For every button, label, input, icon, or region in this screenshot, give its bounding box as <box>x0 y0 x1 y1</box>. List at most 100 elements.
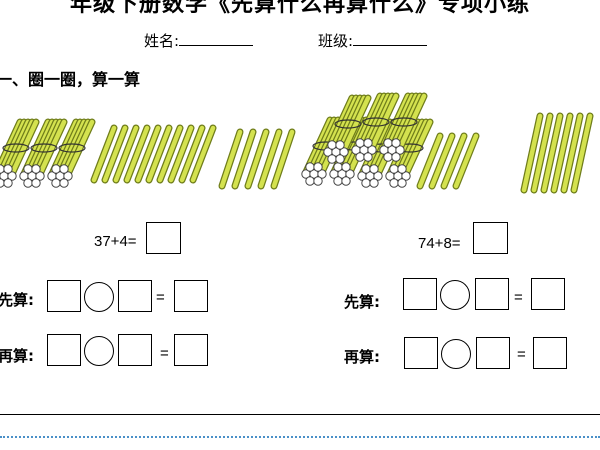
bundle-right-3-stick-end <box>361 164 371 174</box>
divider-line <box>0 414 600 415</box>
loose-stick-left-fill <box>179 125 205 183</box>
bundle-right-2-stick-end <box>345 169 355 179</box>
bundle-left-3-stick-end <box>63 171 73 181</box>
bundle-left-2-stick-fill <box>25 119 55 177</box>
loose-stick-far-right-fill <box>551 113 573 193</box>
bundle-right-2-stick-end <box>333 162 343 172</box>
dotted-border <box>0 436 600 438</box>
bundle-left-1-stick-fill <box>0 119 23 171</box>
bundle-right-7-band <box>390 117 418 127</box>
then-operand-box-2b[interactable] <box>476 337 510 369</box>
class-field: 班级: <box>318 30 428 51</box>
bundle-right-1-stick-fill <box>307 117 337 175</box>
answer-box-1[interactable] <box>146 222 181 254</box>
bundle-left-1-stick-end <box>3 178 13 188</box>
bundle-left-3-stick-end <box>59 178 69 188</box>
then-operator-circle-1[interactable] <box>84 336 114 366</box>
then-operand-box-1b[interactable] <box>118 334 152 366</box>
bundle-left-1-stick-end <box>7 171 17 181</box>
bundle-right-6-stick-end <box>363 138 373 148</box>
bundle-right-1-stick-end <box>317 169 327 179</box>
bundle-right-5-band <box>334 119 362 129</box>
worksheet-title: 年级下册数学《先算什么再算什么》专项小练 <box>69 0 530 17</box>
loose-stick-middle-fill <box>232 129 256 189</box>
bundle-right-6-band <box>362 117 390 127</box>
first-operand-box-2a[interactable] <box>403 278 437 310</box>
counting-sticks-illustration <box>0 92 594 194</box>
bundle-right-3-stick-end <box>373 171 383 181</box>
loose-stick-left-fill <box>146 125 172 183</box>
then-operator-circle-2[interactable] <box>441 339 471 369</box>
then-operand-box-2a[interactable] <box>404 337 438 369</box>
section-title: 一、圈一圈，算一算 <box>0 70 141 89</box>
bundle-right-1-stick-end <box>313 162 323 172</box>
name-blank[interactable] <box>179 31 254 46</box>
bundle-left-3-stick-end <box>51 164 61 174</box>
loose-stick-left-fill <box>91 125 117 183</box>
bundle-left-3-stick-end <box>59 164 69 174</box>
loose-stick-right-fill <box>441 133 467 189</box>
loose-stick-middle-fill <box>245 129 269 189</box>
first-operand-box-1a[interactable] <box>47 280 81 312</box>
then-result-box-1[interactable] <box>174 334 208 366</box>
class-blank[interactable] <box>353 31 428 46</box>
bundle-right-4-stick-fill <box>403 119 433 177</box>
bundle-right-5-stick-fill <box>329 95 359 153</box>
bundle-right-6-stick-fill <box>369 93 399 151</box>
bundle-left-3-stick-fill <box>53 119 83 177</box>
bundle-left-3-band <box>58 143 86 153</box>
bundle-right-1-stick-end <box>313 176 323 186</box>
bundle-right-2-stick-end <box>341 162 351 172</box>
loose-stick-right-fill <box>429 133 455 189</box>
first-result-box-1[interactable] <box>174 280 208 312</box>
bundle-left-2-stick-end <box>31 164 41 174</box>
bundle-left-2-stick-end <box>31 178 41 188</box>
first-operand-box-1b[interactable] <box>118 280 152 312</box>
loose-stick-left-fill <box>113 125 139 183</box>
loose-stick-middle-fill <box>258 129 282 189</box>
bundle-right-5-stick-fill <box>341 95 371 153</box>
bundle-left-3-stick-end <box>51 178 61 188</box>
bundle-right-5-stick-end <box>327 154 337 164</box>
bundle-left-3-stick-fill <box>65 119 95 177</box>
bundle-right-7-stick-fill <box>397 93 427 151</box>
bundle-left-2-stick-end <box>35 171 45 181</box>
first-label-2: 先算: <box>344 293 380 311</box>
counting-sticks <box>0 92 594 194</box>
bundle-right-5-stick-end <box>339 147 349 157</box>
bundle-right-3-stick-end <box>369 164 379 174</box>
bundle-right-5-stick-end <box>327 140 337 150</box>
then-result-box-2[interactable] <box>533 337 567 369</box>
bundle-right-1-stick-end <box>305 176 315 186</box>
then-operand-box-1a[interactable] <box>47 334 81 366</box>
loose-stick-left-fill <box>135 125 161 183</box>
first-operator-circle-2[interactable] <box>440 280 470 310</box>
bundle-left-2-stick-end <box>23 178 33 188</box>
bundle-left-3-stick-fill <box>61 119 91 177</box>
loose-stick-left-fill <box>168 125 194 183</box>
loose-stick-far-right-fill <box>561 113 583 193</box>
bundle-right-6-stick-end <box>355 152 365 162</box>
loose-stick-far-right-fill <box>521 113 543 193</box>
bundle-left-1-band <box>2 143 30 153</box>
name-field: 姓名: <box>144 30 254 51</box>
bundle-left-2-stick-fill <box>33 119 63 177</box>
bundle-right-7-stick-fill <box>385 93 415 151</box>
loose-stick-middle-fill <box>219 129 243 189</box>
bundle-right-3-stick-fill <box>363 119 393 177</box>
first-operand-box-2b[interactable] <box>475 278 509 310</box>
first-operator-circle-1[interactable] <box>84 282 114 312</box>
bundle-right-4-stick-fill <box>391 119 421 177</box>
equation-1: 37+4= <box>94 233 137 250</box>
name-label: 姓名: <box>144 32 180 50</box>
then-equals-2: = <box>517 346 526 363</box>
answer-box-2[interactable] <box>473 222 508 254</box>
bundle-left-1-stick-fill <box>0 119 27 177</box>
bundle-left-2-stick-end <box>23 164 33 174</box>
first-result-box-2[interactable] <box>531 278 565 310</box>
bundle-right-5-stick-end <box>335 140 345 150</box>
bundle-left-1-stick-fill <box>5 119 35 177</box>
first-label-1: 先算: <box>0 291 34 309</box>
bundle-right-6-stick-end <box>363 152 373 162</box>
bundle-right-7-stick-fill <box>393 93 423 151</box>
